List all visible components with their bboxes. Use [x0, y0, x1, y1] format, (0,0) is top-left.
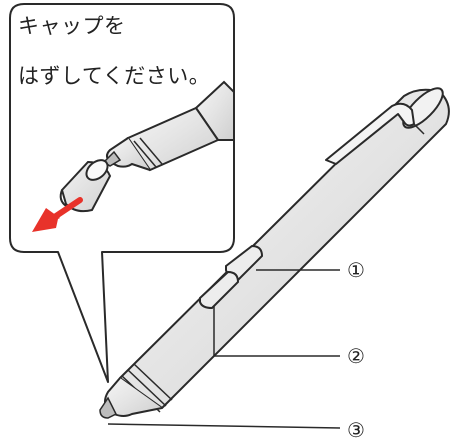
remove-direction-arrow	[32, 197, 83, 232]
side-button-lower	[199, 270, 240, 310]
leader-line-3	[107, 423, 341, 429]
leader-line-2	[213, 306, 340, 357]
label-button-upper: ①	[347, 258, 365, 282]
pen-cap	[59, 159, 112, 213]
callout-text-line1: キャップを	[18, 14, 126, 38]
callout-pen-tip	[102, 80, 235, 172]
stylus-pen	[99, 87, 450, 419]
label-button-lower: ②	[347, 344, 365, 368]
callout-text-line2: はずしてください。	[18, 64, 211, 88]
label-pen-tip: ③	[347, 418, 365, 442]
pen-tip	[99, 396, 118, 419]
callout-bubble	[9, 3, 235, 383]
